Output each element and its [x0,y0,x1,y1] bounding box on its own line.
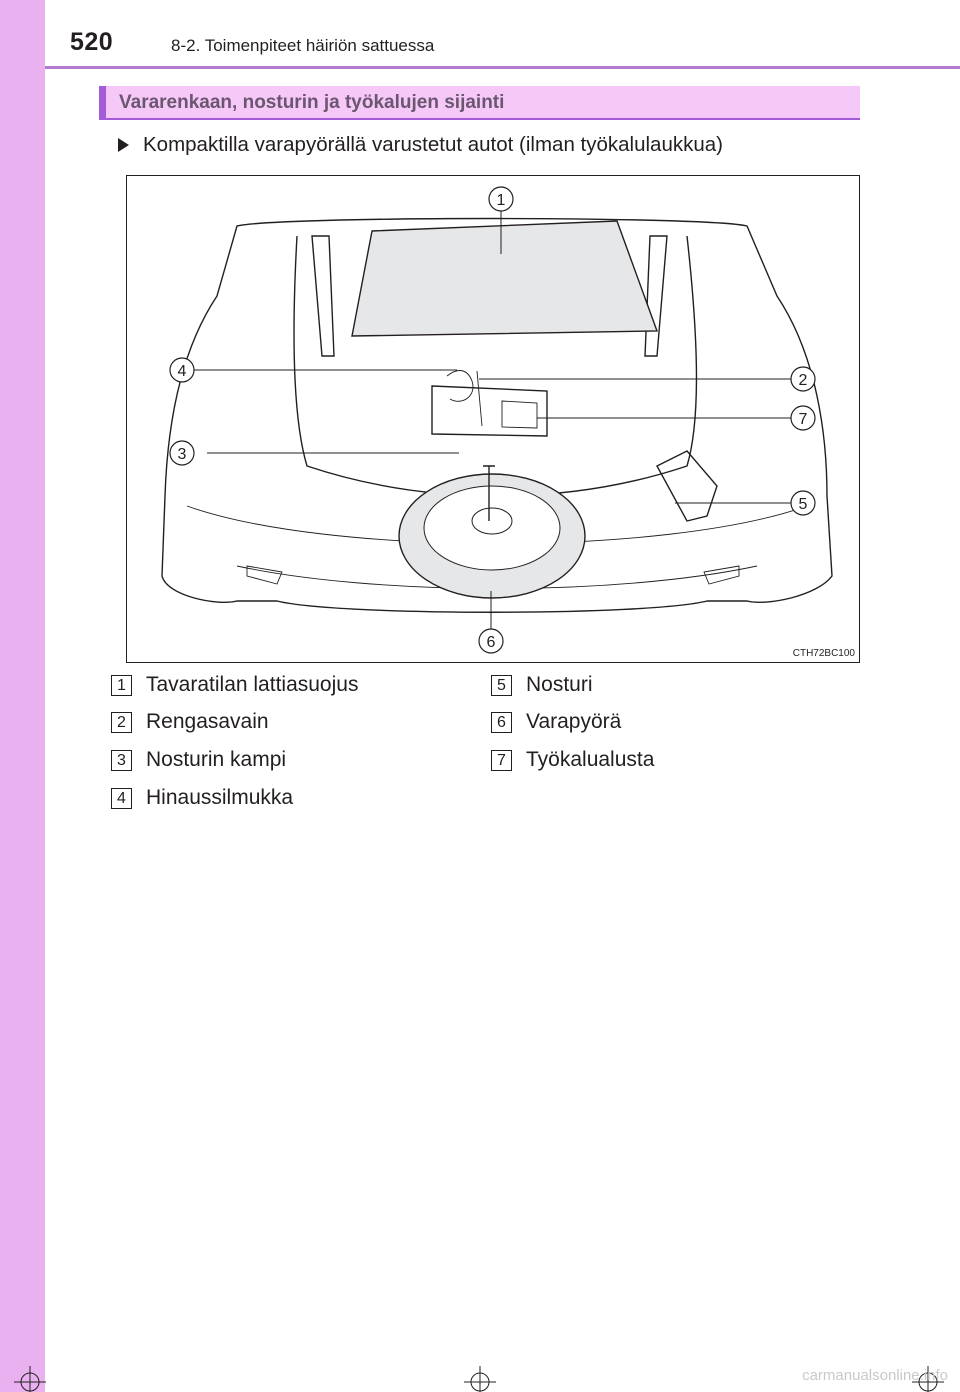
svg-text:5: 5 [799,496,808,513]
spare-tire-bolt [483,465,495,521]
tail-light-right [703,565,740,585]
bullet-line: Kompaktilla varapyörällä varustetut auto… [118,133,723,157]
floor-cover [351,220,658,337]
legend-item-6: 6 Varapyörä [491,710,621,734]
legend-number: 5 [491,674,512,696]
chapter-title: 8-2. Toimenpiteet häiriön sattuessa [171,36,435,55]
callout-1: 1 [488,186,514,212]
car-body-outline [161,217,833,613]
strut-left [311,235,335,357]
tail-light-left [246,565,283,585]
header-rule [45,66,960,69]
tool-tray [431,385,548,437]
legend-item-2: 2 Rengasavain [111,710,269,734]
car-rear-drawing: 1 2 3 4 5 6 7 [161,186,833,654]
callout-2: 2 [790,366,816,392]
legend-number: 3 [111,749,132,771]
page-number: 520 [70,28,114,56]
svg-text:3: 3 [178,446,187,463]
legend-label: Hinaussilmukka [146,786,294,809]
callout-5: 5 [790,490,816,516]
spare-wheel-rim [423,485,561,571]
towing-eye [446,370,474,402]
legend-item-4: 4 Hinaussilmukka [111,786,293,810]
legend-item-7: 7 Työkalualusta [491,748,654,772]
left-margin-band [0,0,45,1392]
legend-number: 4 [111,787,132,809]
legend-number: 6 [491,711,512,733]
legend-label: Nosturi [526,673,593,696]
legend-label: Työkalualusta [526,748,655,771]
legend-label: Tavaratilan lattiasuojus [146,673,359,696]
jack [656,450,718,522]
legend-item-3: 3 Nosturin kampi [111,748,286,772]
svg-text:4: 4 [178,363,187,380]
legend-item-1: 1 Tavaratilan lattiasuojus [111,673,358,697]
triangle-bullet-icon [118,138,129,152]
crop-mark-left-icon [14,1366,46,1392]
legend-label: Rengasavain [146,710,269,733]
wheel-wrench [476,370,483,427]
figure-code: CTH72BC100 [792,648,855,659]
wheel-hub [471,507,513,535]
callout-6: 6 [478,628,504,654]
callout-7: 7 [790,405,816,431]
legend-number: 1 [111,674,132,696]
legend-number: 7 [491,749,512,771]
crop-mark-center-icon [464,1366,496,1392]
callout-4: 4 [169,357,195,383]
legend-label: Nosturin kampi [146,748,287,771]
trunk-illustration: 1 2 3 4 5 6 7 CTH72BC100 [126,175,860,663]
tool-tray-pocket [501,400,538,429]
crop-mark-right-icon [912,1366,944,1392]
svg-text:6: 6 [487,634,496,651]
strut-right [644,235,668,357]
legend-number: 2 [111,711,132,733]
section-title: Vararenkaan, nosturin ja työkalujen sija… [119,92,505,113]
section-header: Vararenkaan, nosturin ja työkalujen sija… [99,86,860,120]
legend-label: Varapyörä [526,710,622,733]
bullet-text: Kompaktilla varapyörällä varustetut auto… [143,133,723,156]
watermark: carmanualsonline.info [802,1367,948,1384]
callout-3: 3 [169,440,195,466]
svg-text:1: 1 [497,192,506,209]
legend-item-5: 5 Nosturi [491,673,593,697]
svg-text:7: 7 [799,411,808,428]
svg-text:2: 2 [799,372,808,389]
